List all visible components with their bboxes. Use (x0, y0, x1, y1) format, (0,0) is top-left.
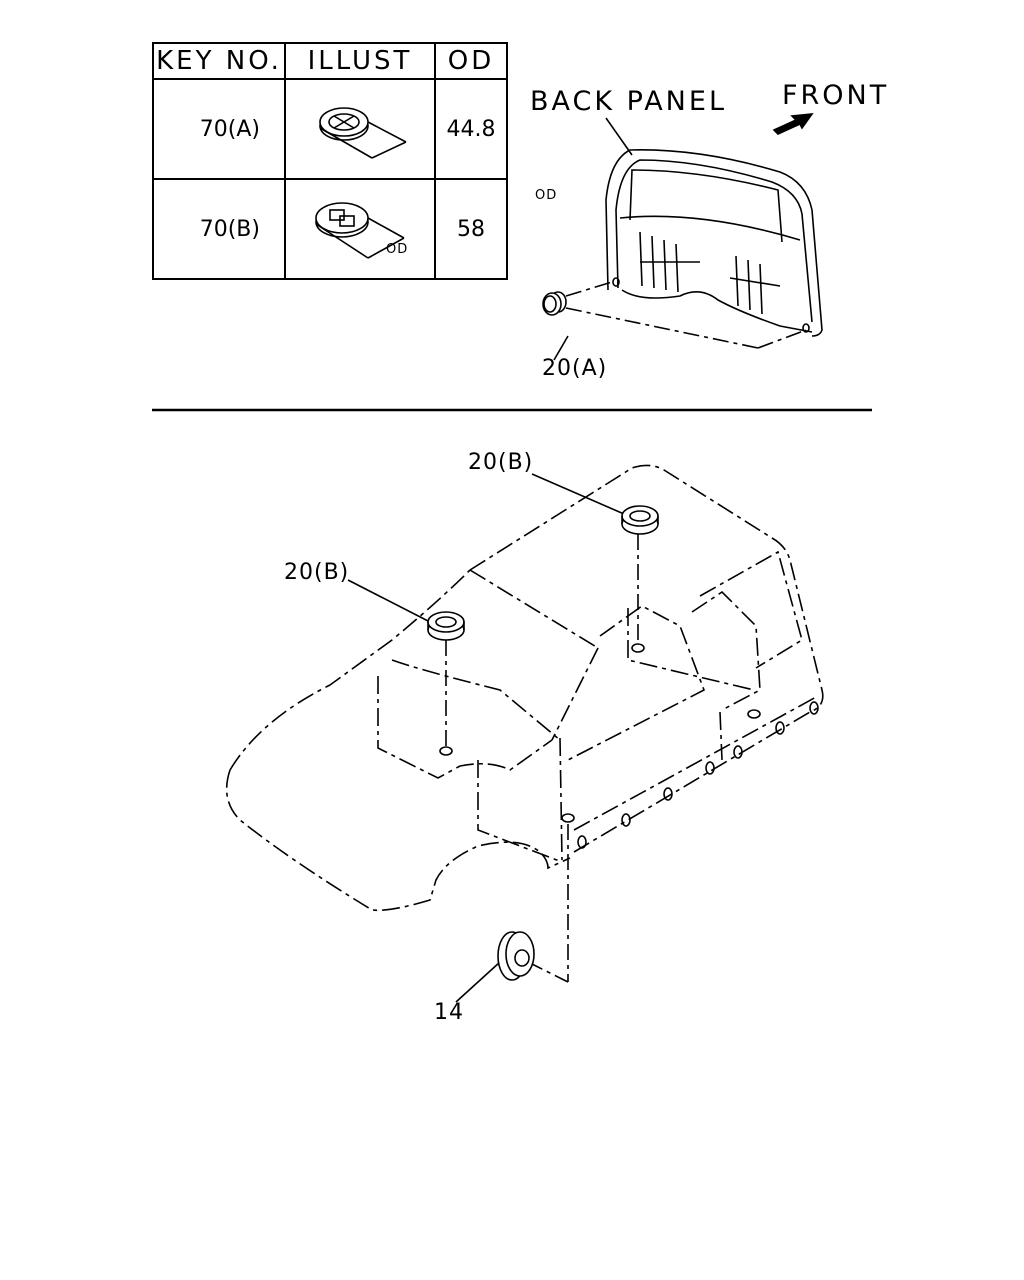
front-arrow-icon (772, 113, 814, 135)
od-label: OD (535, 188, 558, 203)
row-od-value: 44.8 (434, 78, 508, 180)
round-grommet-icon (319, 107, 407, 159)
back-panel-label: BACK PANEL (530, 86, 727, 117)
square-grommet-icon (315, 202, 405, 259)
table-header-row: KEY NO. ILLUST OD (152, 42, 508, 80)
row-key: 70(A) (152, 78, 286, 180)
grommet-icon (427, 611, 465, 641)
table-row: 70(A) OD 44.8 (152, 78, 556, 202)
row-od-value: 58 (434, 178, 508, 280)
part-20b-rear-label: 20(B) (468, 450, 534, 475)
row-illust (284, 178, 436, 280)
body-holes (439, 643, 819, 849)
row-illust: OD (284, 78, 556, 202)
leader-lines (445, 534, 639, 983)
grommet-icon (621, 505, 659, 535)
od-label: OD (386, 242, 409, 257)
front-label: FRONT (782, 80, 890, 111)
header-od: OD (434, 42, 508, 80)
part-14-label: 14 (434, 1000, 464, 1025)
part-20a-label: 20(A) (542, 356, 608, 381)
part-20b-front-label: 20(B) (284, 560, 350, 585)
table-row: 70(B) 58 (152, 178, 508, 280)
back-panel-icon (542, 117, 823, 361)
parts-table: KEY NO. ILLUST OD 70(A) OD 44.8 (152, 42, 556, 280)
header-key-no: KEY NO. (152, 42, 286, 80)
header-illust: ILLUST (284, 42, 436, 80)
vehicle-body-icon (225, 464, 824, 912)
grommet-icon (497, 931, 535, 981)
row-key: 70(B) (152, 178, 286, 280)
